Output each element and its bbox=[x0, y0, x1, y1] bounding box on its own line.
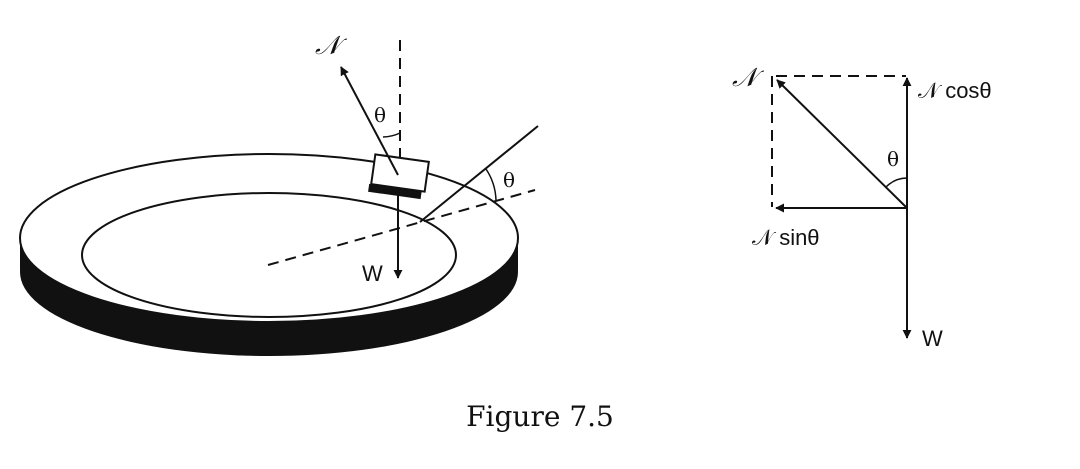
decomposition-angle-arc bbox=[885, 177, 908, 188]
resultant-normal-arrow bbox=[776, 79, 908, 209]
horizontal-reference-line bbox=[267, 189, 536, 266]
bank-angle-arc bbox=[485, 168, 497, 201]
sin-component-label: 𝒩 sinθ bbox=[752, 225, 820, 250]
weight-label: W bbox=[362, 261, 383, 286]
resultant-normal-label: 𝒩 bbox=[732, 63, 765, 93]
normal-force-label: 𝒩 bbox=[315, 31, 348, 61]
disc-inner-ring bbox=[81, 192, 457, 318]
bank-surface-line bbox=[419, 125, 539, 223]
figure-caption: Figure 7.5 bbox=[466, 400, 614, 433]
normal-angle-arc bbox=[382, 132, 401, 138]
normal-angle-label: θ bbox=[374, 103, 386, 127]
block-base bbox=[368, 183, 422, 200]
disc-top-face bbox=[19, 153, 519, 323]
weight-down-label: W bbox=[922, 326, 943, 351]
bank-angle-label: θ bbox=[503, 168, 515, 192]
cos-component-label: 𝒩 cosθ bbox=[918, 78, 992, 103]
left-figure: θ 𝒩 θ W bbox=[19, 31, 539, 356]
normal-force-arrow bbox=[340, 66, 399, 176]
right-figure: 𝒩 𝒩 cosθ 𝒩 sinθ W θ bbox=[732, 63, 992, 351]
decomposition-angle-label: θ bbox=[887, 147, 899, 171]
